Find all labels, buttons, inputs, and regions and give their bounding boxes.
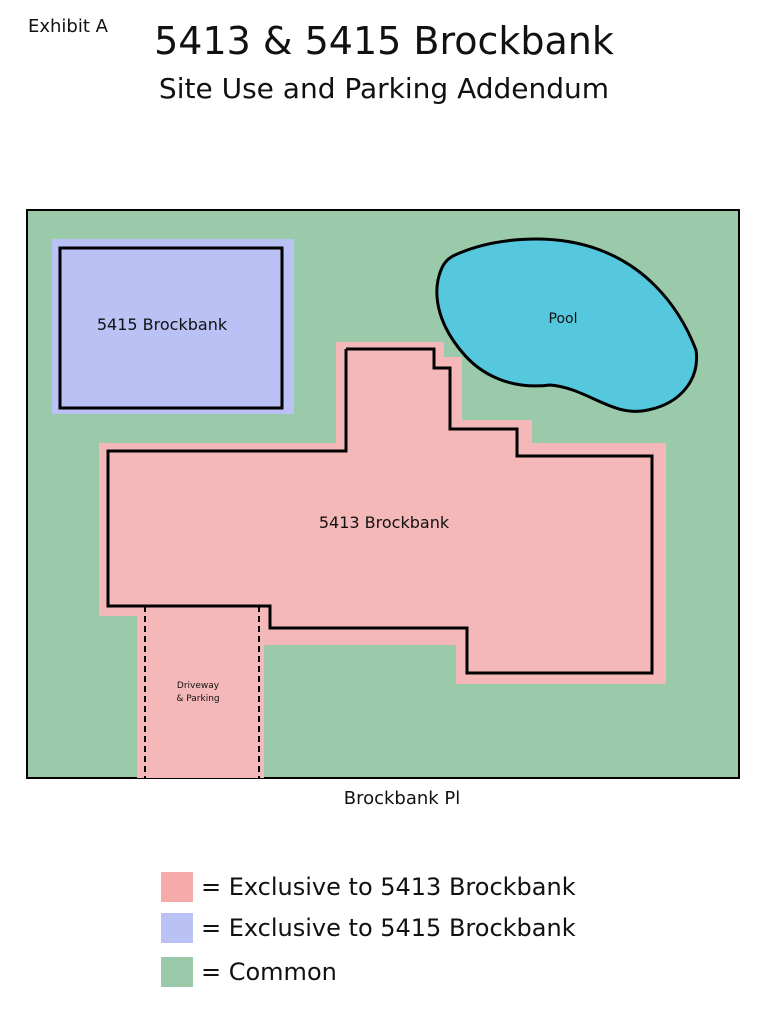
label-parking: & Parking bbox=[176, 694, 219, 704]
label-5415-brockbank: 5415 Brockbank bbox=[97, 315, 228, 334]
label-driveway: Driveway bbox=[177, 681, 220, 691]
legend-item-5415: = Exclusive to 5415 Brockbank bbox=[161, 912, 576, 944]
legend-item-5413: = Exclusive to 5413 Brockbank bbox=[161, 871, 576, 903]
legend-item-common: = Common bbox=[161, 956, 337, 988]
street-label: Brockbank Pl bbox=[343, 788, 461, 809]
exclusive-5415-area bbox=[52, 239, 294, 414]
building-5415-outline bbox=[58, 246, 284, 410]
site-map: 5415 Brockbank Pool 5413 Brockbank Drive… bbox=[26, 209, 740, 779]
legend-label-5415: = Exclusive to 5415 Brockbank bbox=[201, 914, 576, 942]
legend-swatch-5415 bbox=[161, 913, 193, 943]
legend-swatch-5413 bbox=[161, 872, 193, 902]
building-5413-outline bbox=[106, 347, 654, 675]
label-pool: Pool bbox=[549, 311, 578, 327]
page-subtitle: Site Use and Parking Addendum bbox=[158, 72, 610, 105]
pool-shape bbox=[435, 237, 699, 413]
legend-swatch-common bbox=[161, 957, 193, 987]
legend-label-5413: = Exclusive to 5413 Brockbank bbox=[201, 873, 576, 901]
legend-label-common: = Common bbox=[201, 958, 337, 986]
exhibit-label: Exhibit A bbox=[28, 16, 108, 37]
page-title: 5413 & 5415 Brockbank bbox=[154, 19, 614, 63]
label-5413-brockbank: 5413 Brockbank bbox=[319, 513, 450, 532]
